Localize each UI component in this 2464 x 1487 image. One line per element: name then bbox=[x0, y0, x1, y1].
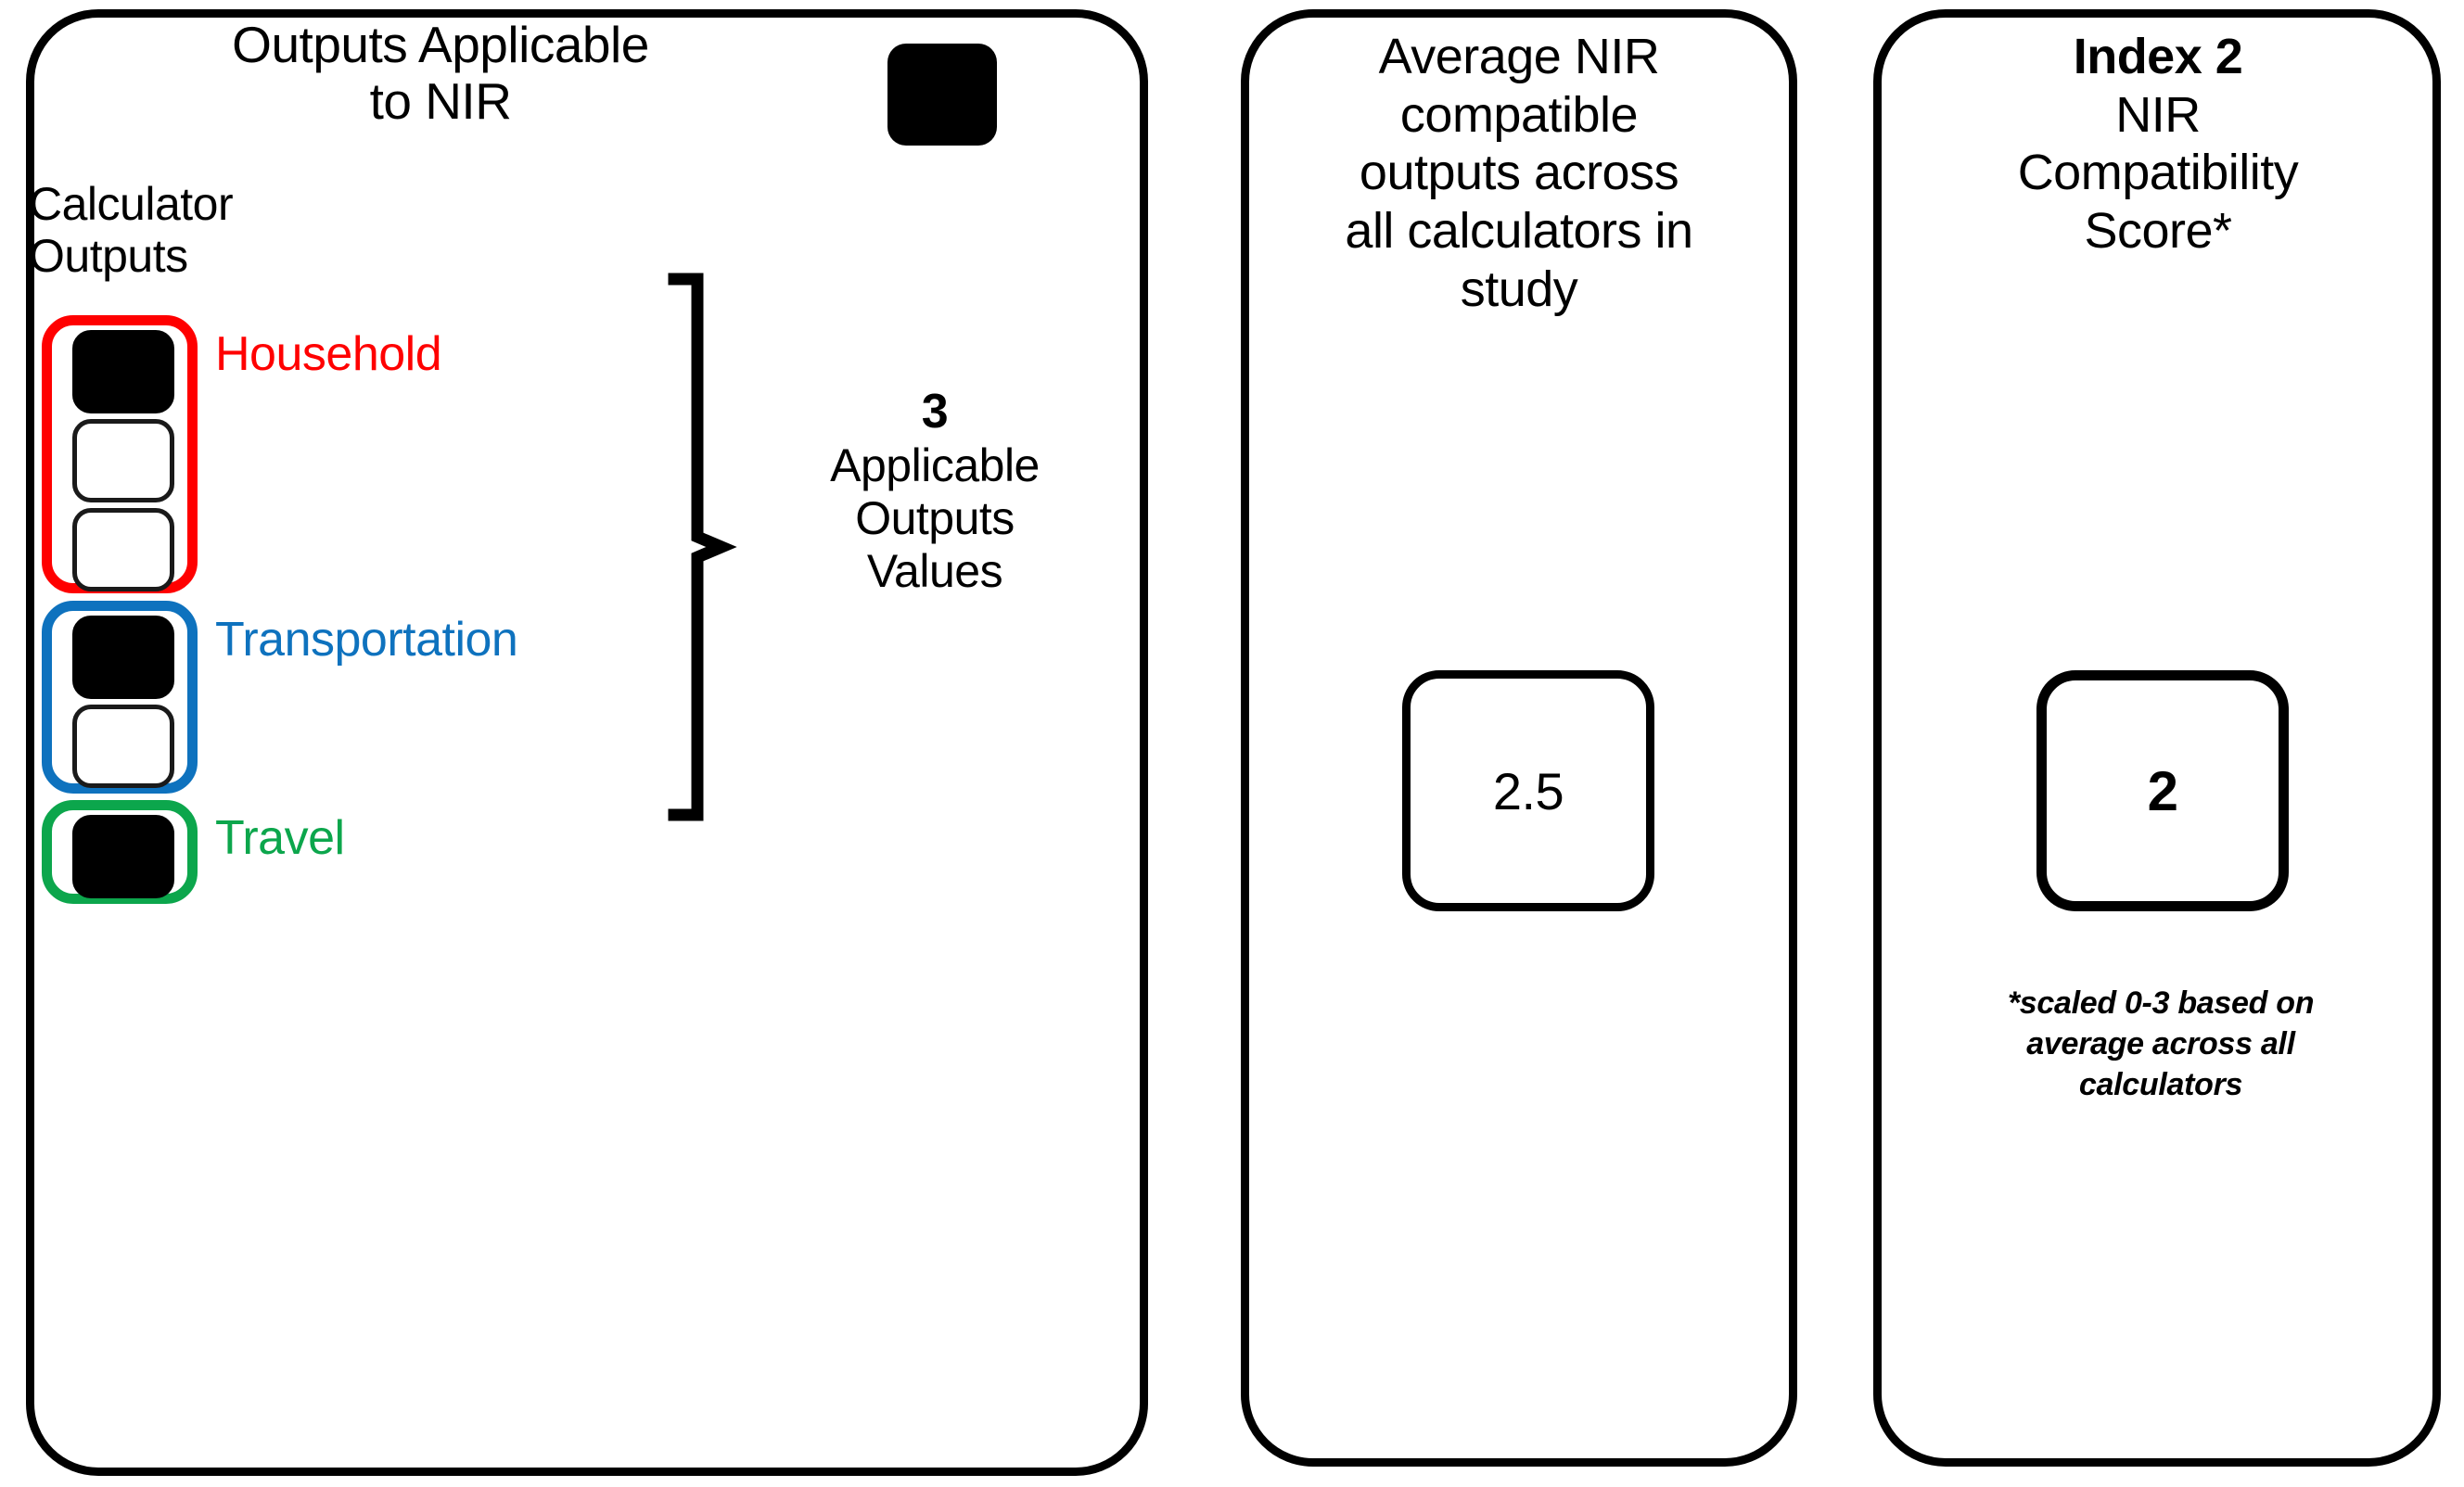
applicable-outputs-line3: Values bbox=[866, 545, 1003, 598]
applicable-outputs-line2: Outputs bbox=[855, 492, 1015, 545]
panel-outputs-title-line1: Outputs Applicable bbox=[232, 16, 649, 73]
index-score-footnote-line1: *scaled 0-3 based on bbox=[2007, 985, 2315, 1021]
output-cell-transportation-1 bbox=[72, 616, 174, 699]
category-label-transportation: Transportation bbox=[215, 613, 518, 667]
panel-average-title-line4: all calculators in bbox=[1345, 202, 1693, 259]
panel-outputs-title: Outputs Applicable to NIR bbox=[144, 17, 737, 129]
index-score-value: 2 bbox=[2147, 759, 2178, 822]
average-value: 2.5 bbox=[1492, 761, 1564, 820]
index-score-footnote: *scaled 0-3 based on average across all … bbox=[1957, 983, 2365, 1106]
calculator-outputs-label-line2: Outputs bbox=[29, 230, 188, 282]
output-cell-household-3 bbox=[72, 508, 174, 591]
panel-index-label: Index 2 bbox=[2073, 29, 2243, 84]
applicable-outputs-count: 3 bbox=[921, 385, 949, 438]
summary-brace-icon bbox=[649, 269, 760, 844]
average-value-box: 2.5 bbox=[1402, 670, 1654, 911]
panel-average-title-line3: outputs across bbox=[1359, 145, 1679, 201]
index-score-footnote-line3: calculators bbox=[2078, 1067, 2243, 1103]
output-cell-household-2 bbox=[72, 419, 174, 502]
output-cell-travel-1 bbox=[72, 815, 174, 898]
category-group-transportation bbox=[42, 601, 198, 794]
category-group-travel bbox=[42, 800, 198, 904]
output-cell-transportation-2 bbox=[72, 705, 174, 788]
panel-average-title: Average NIR compatible outputs across al… bbox=[1278, 28, 1760, 318]
panel-average-title-line2: compatible bbox=[1399, 86, 1639, 143]
category-label-household: Household bbox=[215, 327, 442, 381]
calculator-outputs-label-line1: Calculator bbox=[29, 178, 234, 230]
panel-outputs-title-line2: to NIR bbox=[369, 71, 512, 130]
panel-index-title-line3: Score* bbox=[2084, 202, 2232, 259]
calculator-outputs-axis-label: Calculator Outputs bbox=[29, 178, 335, 282]
panel-average-title-line5: study bbox=[1460, 261, 1578, 317]
panel-index-title: Index 2 NIR Compatibility Score* bbox=[1912, 28, 2404, 261]
panel-index-title-line1: NIR bbox=[2115, 86, 2201, 143]
applicable-outputs-summary: 3 Applicable Outputs Values bbox=[777, 385, 1092, 598]
legend-filled-swatch-icon bbox=[887, 44, 997, 146]
applicable-outputs-line1: Applicable bbox=[830, 439, 1040, 492]
panel-average-title-line1: Average NIR bbox=[1378, 29, 1660, 84]
category-group-household bbox=[42, 315, 198, 593]
panel-index-title-line2: Compatibility bbox=[2017, 145, 2299, 201]
output-cell-household-1 bbox=[72, 330, 174, 413]
category-label-travel: Travel bbox=[215, 811, 345, 865]
index-score-footnote-line2: average across all bbox=[2026, 1026, 2295, 1062]
panel-outputs-applicable bbox=[26, 9, 1148, 1476]
index-score-value-box: 2 bbox=[2036, 670, 2289, 911]
